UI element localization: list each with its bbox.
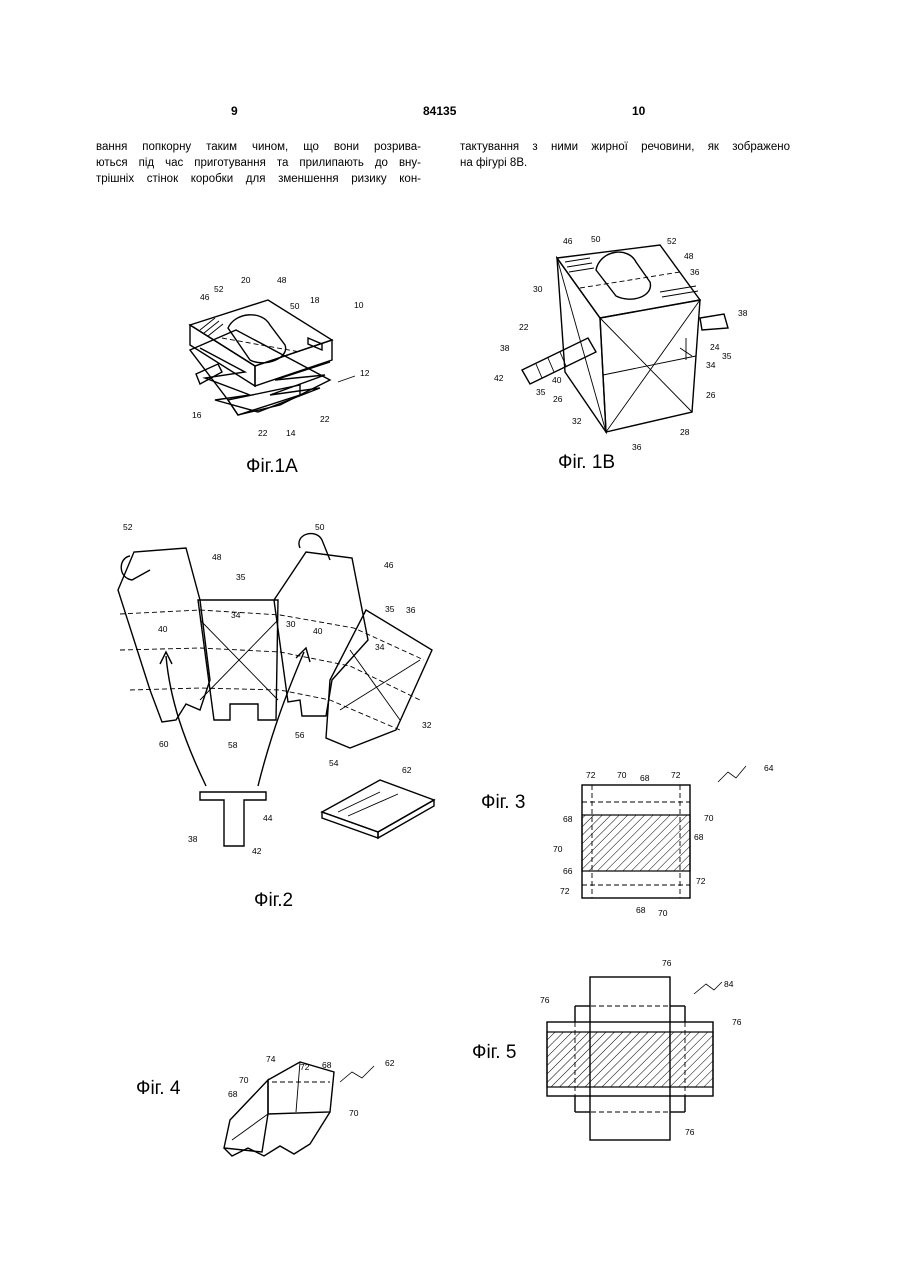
ref-label: 70 (553, 844, 563, 854)
ref-label: 10 (354, 300, 364, 310)
figure-5 (547, 977, 722, 1140)
ref-label: 48 (277, 275, 287, 285)
ref-label: 72 (300, 1062, 310, 1072)
ref-label: 62 (385, 1058, 395, 1068)
ref-label: 68 (640, 773, 650, 783)
ref-label: 36 (406, 605, 416, 615)
ref-label: 46 (384, 560, 394, 570)
figure-2 (118, 534, 434, 846)
ref-label: 76 (662, 958, 672, 968)
ref-label: 48 (212, 552, 222, 562)
ref-label: 68 (228, 1089, 238, 1099)
ref-label: 12 (360, 368, 370, 378)
ref-label: 22 (258, 428, 268, 438)
ref-label: 70 (349, 1108, 359, 1118)
ref-label: 14 (286, 428, 296, 438)
ref-label: 28 (680, 427, 690, 437)
ref-label: 38 (500, 343, 510, 353)
ref-label: 68 (563, 814, 573, 824)
ref-label: 56 (295, 730, 305, 740)
ref-label: 70 (617, 770, 627, 780)
ref-label: 34 (706, 360, 716, 370)
ref-label: 22 (320, 414, 330, 424)
ref-label: 16 (192, 410, 202, 420)
ref-label: 84 (724, 979, 734, 989)
ref-label: 66 (563, 866, 573, 876)
ref-label: 35 (722, 351, 732, 361)
ref-label: 60 (159, 739, 169, 749)
ref-label: 58 (228, 740, 238, 750)
ref-label: 30 (533, 284, 543, 294)
figure-caption: Фіг. 4 (136, 1078, 181, 1099)
ref-label: 40 (313, 626, 323, 636)
ref-label: 72 (560, 886, 570, 896)
ref-label: 48 (684, 251, 694, 261)
ref-label: 50 (315, 522, 325, 532)
figure-caption: Фіг.1А (246, 456, 298, 477)
ref-label: 70 (239, 1075, 249, 1085)
ref-label: 74 (266, 1054, 276, 1064)
figure-3 (582, 766, 746, 898)
ref-label: 76 (540, 995, 550, 1005)
ref-label: 62 (402, 765, 412, 775)
ref-label: 64 (764, 763, 774, 773)
ref-label: 30 (286, 619, 296, 629)
ref-label: 18 (310, 295, 320, 305)
ref-label: 72 (586, 770, 596, 780)
figure-1a (190, 300, 355, 415)
ref-label: 40 (158, 624, 168, 634)
ref-label: 52 (214, 284, 224, 294)
ref-label: 68 (694, 832, 704, 842)
ref-label: 38 (188, 834, 198, 844)
ref-label: 44 (263, 813, 273, 823)
ref-label: 35 (236, 572, 246, 582)
ref-label: 32 (572, 416, 582, 426)
ref-label: 46 (200, 292, 210, 302)
figure-caption: Фіг. 1В (558, 452, 615, 473)
ref-label: 46 (563, 236, 573, 246)
ref-label: 32 (422, 720, 432, 730)
ref-label: 70 (704, 813, 714, 823)
ref-label: 24 (710, 342, 720, 352)
ref-label: 52 (667, 236, 677, 246)
ref-label: 70 (658, 908, 668, 918)
figure-caption: Фіг. 5 (472, 1042, 516, 1063)
ref-label: 34 (375, 642, 385, 652)
ref-label: 68 (636, 905, 646, 915)
ref-label: 38 (738, 308, 748, 318)
ref-label: 76 (732, 1017, 742, 1027)
ref-label: 36 (632, 442, 642, 452)
ref-label: 34 (231, 610, 241, 620)
ref-label: 72 (696, 876, 706, 886)
ref-label: 20 (241, 275, 251, 285)
ref-label: 40 (552, 375, 562, 385)
ref-label: 50 (290, 301, 300, 311)
ref-label: 26 (706, 390, 716, 400)
ref-label: 72 (671, 770, 681, 780)
ref-label: 52 (123, 522, 133, 532)
ref-label: 42 (252, 846, 262, 856)
ref-label: 76 (685, 1127, 695, 1137)
ref-label: 42 (494, 373, 504, 383)
ref-label: 22 (519, 322, 529, 332)
ref-label: 54 (329, 758, 339, 768)
figure-caption: Фіг. 3 (481, 792, 525, 813)
ref-label: 50 (591, 234, 601, 244)
ref-label: 36 (690, 267, 700, 277)
ref-label: 68 (322, 1060, 332, 1070)
ref-label: 26 (553, 394, 563, 404)
figure-caption: Фіг.2 (254, 890, 293, 911)
ref-label: 35 (536, 387, 546, 397)
ref-label: 35 (385, 604, 395, 614)
